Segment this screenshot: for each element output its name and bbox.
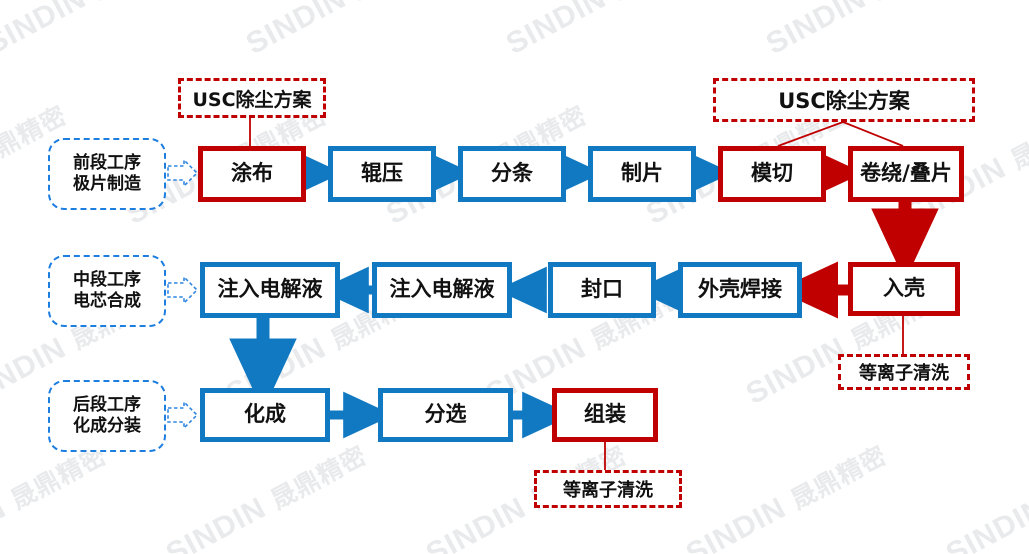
- watermark-cn: 晟鼎精密: [266, 440, 372, 515]
- watermark-cn: 晟鼎精密: [1006, 100, 1029, 175]
- node-label: 入壳: [883, 276, 925, 301]
- sidebar-item-mid-stage[interactable]: 中段工序 电芯合成: [48, 255, 166, 327]
- sidebar-item-front-stage[interactable]: 前段工序 极片制造: [48, 138, 166, 210]
- sidebar-item-back-stage[interactable]: 后段工序 化成分装: [48, 380, 166, 452]
- watermark-en: SINDIN: [240, 0, 352, 61]
- watermark-en: SINDIN: [160, 491, 272, 554]
- stage-label-line1: 中段工序: [73, 269, 141, 290]
- callout-text: 等离子清洗: [859, 363, 949, 384]
- stage-label-line2: 极片制造: [73, 174, 141, 194]
- callout-usc-left[interactable]: USC除尘方案: [178, 78, 326, 118]
- watermark-cn: 晟鼎精密: [606, 0, 711, 5]
- node-label: 分条: [491, 161, 533, 186]
- watermark-en: SINDIN: [760, 0, 872, 61]
- node-slitting[interactable]: 分条: [458, 146, 566, 202]
- callout-text: USC除尘方案: [778, 89, 910, 113]
- callout-plasma-assembly[interactable]: 等离子清洗: [534, 470, 682, 508]
- node-assembly[interactable]: 组装: [552, 388, 658, 442]
- watermark-en: SINDIN: [0, 491, 12, 554]
- node-label: 化成: [244, 402, 286, 427]
- watermark-tile: SINDIN晟鼎精密: [940, 436, 1029, 554]
- watermark-tile: SINDIN晟鼎精密: [500, 0, 713, 62]
- watermark-tile: SINDIN晟鼎精密: [680, 436, 893, 554]
- node-sheeting[interactable]: 制片: [588, 146, 696, 202]
- watermark-tile: SINDIN晟鼎精密: [160, 436, 373, 554]
- node-electrolyte-1[interactable]: 注入电解液: [372, 262, 512, 318]
- node-label: 卷绕/叠片: [860, 161, 952, 186]
- watermark-tile: SINDIN晟鼎精密: [0, 436, 113, 554]
- callout-text: USC除尘方案: [192, 88, 312, 111]
- node-winding[interactable]: 卷绕/叠片: [848, 146, 964, 202]
- node-label: 注入电解液: [217, 277, 323, 302]
- node-formation[interactable]: 化成: [200, 388, 330, 442]
- callout-text: 等离子清洗: [563, 480, 653, 501]
- node-sealing[interactable]: 封口: [548, 262, 656, 318]
- watermark-tile: SINDIN晟鼎精密: [0, 0, 193, 62]
- node-label: 涂布: [231, 161, 273, 186]
- node-label: 分选: [424, 402, 467, 427]
- callout-usc-right[interactable]: USC除尘方案: [713, 78, 975, 122]
- node-label: 注入电解液: [389, 277, 495, 302]
- watermark-en: SINDIN: [500, 0, 612, 61]
- stage-label-line2: 化成分装: [73, 416, 141, 436]
- stage-arrow-front: [167, 158, 199, 188]
- watermark-en: SINDIN: [740, 331, 852, 411]
- node-label: 模切: [751, 161, 793, 186]
- callout-plasma-shell[interactable]: 等离子清洗: [838, 354, 970, 390]
- node-coating[interactable]: 涂布: [198, 146, 306, 202]
- node-electrolyte-2[interactable]: 注入电解液: [200, 262, 340, 318]
- watermark-cn: 晟鼎精密: [86, 0, 191, 5]
- node-sorting[interactable]: 分选: [378, 388, 513, 442]
- stage-label-line2: 电芯合成: [73, 291, 141, 311]
- stage-arrow-mid: [167, 275, 199, 305]
- node-label: 封口: [581, 277, 623, 302]
- watermark-en: SINDIN: [0, 0, 92, 61]
- stage-arrow-back: [167, 400, 199, 430]
- node-rolling[interactable]: 辊压: [328, 146, 436, 202]
- leader-usc-right-to-diecutting: [777, 121, 844, 147]
- node-label: 组装: [584, 402, 626, 427]
- watermark-en: SINDIN: [680, 491, 792, 554]
- stage-label-line1: 前段工序: [73, 152, 141, 173]
- node-into-shell[interactable]: 入壳: [848, 262, 960, 316]
- watermark-cn: 晟鼎精密: [786, 440, 892, 515]
- node-label: 外壳焊接: [698, 277, 782, 302]
- watermark-en: SINDIN: [940, 491, 1029, 554]
- node-label: 制片: [621, 161, 663, 186]
- watermark-en: SINDIN: [420, 491, 532, 554]
- watermark-tile: SINDIN晟鼎精密: [760, 0, 973, 62]
- watermark-tile: SINDIN晟鼎精密: [240, 0, 453, 62]
- node-diecutting[interactable]: 模切: [718, 146, 826, 202]
- leader-usc-right-to-winding: [842, 121, 904, 147]
- stage-label-line1: 后段工序: [73, 394, 141, 415]
- node-label: 辊压: [361, 161, 403, 186]
- watermark-cn: 晟鼎精密: [866, 0, 971, 5]
- node-shell-welding[interactable]: 外壳焊接: [678, 262, 802, 318]
- watermark-cn: 晟鼎精密: [346, 0, 451, 5]
